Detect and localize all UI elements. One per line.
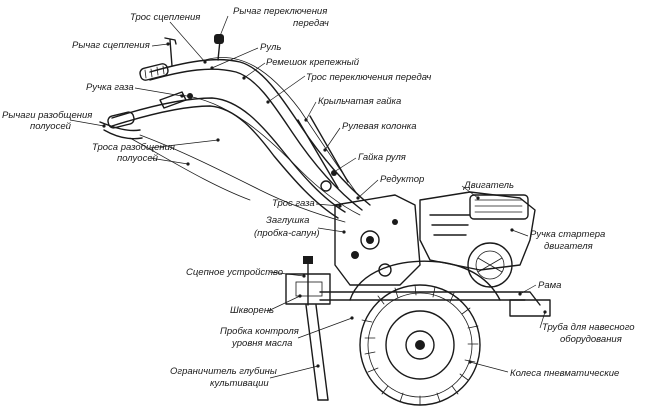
label-handlebar: Руль [260,42,281,53]
label-depth-limiter: Ограничитель глубины [170,366,277,377]
label-axle-cables: Троса разобщения [92,142,175,153]
label-depth-limiter-line2: культивации [210,378,269,389]
label-gear-cable: Трос переключения передач [306,72,431,83]
label-mount-tube: Труба для навесного [542,322,635,333]
label-starter-handle: Ручка стартера [530,229,605,240]
label-fastening-strap: Ремешок крепежный [266,57,360,68]
part-labels: Трос сцепления Рычаг переключения переда… [2,6,635,389]
label-wing-nut: Крыльчатая гайка [318,96,401,107]
machine-drawing [99,34,551,406]
label-starter-handle-line2: двигателя [544,241,593,252]
label-steering-column: Рулевая колонка [342,121,417,132]
label-handlebar-nut: Гайка руля [358,152,406,163]
label-gearbox: Редуктор [380,174,424,185]
label-gear-lever: Рычаг переключения [233,6,327,17]
leader-lines [69,15,547,379]
label-kingpin: Шкворень [230,305,274,316]
label-oil-plug-line2: уровня масла [231,338,292,349]
label-coupling-device: Сцепное устройство [186,267,283,278]
label-axle-cables-line2: полуосей [117,153,159,164]
label-clutch-lever: Рычаг сцепления [72,40,150,51]
label-pneumatic-wheels: Колеса пневматические [510,368,619,379]
label-breather-plug: Заглушка [266,215,309,226]
label-mount-tube-line2: оборудования [560,334,622,345]
label-frame: Рама [538,280,561,291]
label-clutch-cable: Трос сцепления [130,12,200,23]
label-axle-levers-line2: полуосей [30,121,72,132]
label-axle-levers: Рычаги разобщения [2,110,92,121]
label-throttle-cable: Трос газа [272,198,315,209]
label-engine: Двигатель [463,180,514,191]
label-oil-plug: Пробка контроля [220,326,299,337]
label-throttle-handle: Ручка газа [86,82,134,93]
label-gear-lever-line2: передач [293,18,329,29]
label-breather-plug-line2: (пробка-сапун) [254,228,320,239]
